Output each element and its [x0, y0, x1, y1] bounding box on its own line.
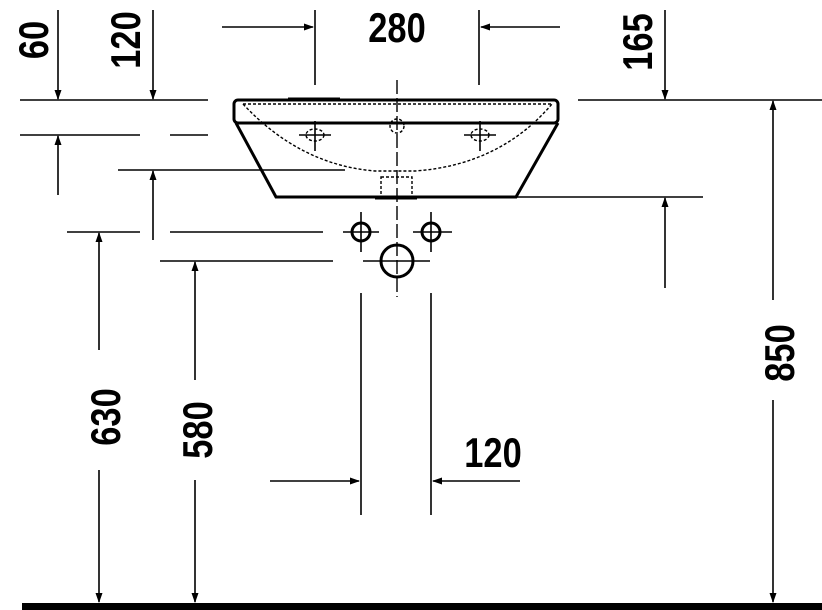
- dimension-arrows: [54, 10, 777, 603]
- basin: [232, 97, 560, 200]
- dim-280: 280: [368, 5, 425, 52]
- dim-120-bottom: 120: [464, 430, 521, 477]
- dim-630: 630: [83, 388, 130, 445]
- basin-rim: [232, 98, 560, 125]
- dim-120-left: 120: [103, 11, 150, 68]
- floor-line: [22, 603, 822, 610]
- dim-165: 165: [615, 13, 662, 70]
- dim-850: 850: [757, 324, 804, 381]
- basin-bowl-hidden: [242, 103, 553, 172]
- dim-580: 580: [175, 401, 222, 458]
- wall-connections: [343, 212, 452, 279]
- extension-lines: [20, 10, 822, 515]
- dim-60: 60: [11, 21, 58, 59]
